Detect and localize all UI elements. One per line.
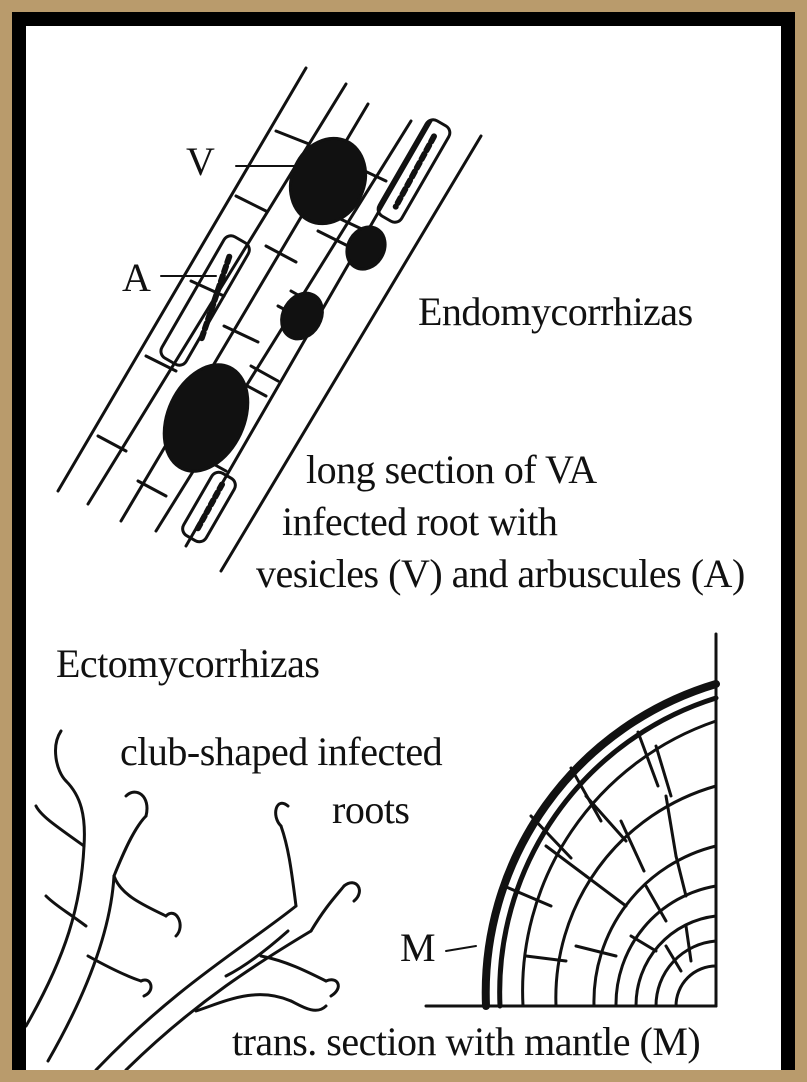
vesicle-label: V (186, 138, 214, 185)
endomycorrhizas-title: Endomycorrhizas (418, 288, 693, 335)
club-shaped-line1: club-shaped infected (120, 728, 442, 775)
diagram-canvas: V A Endomycorrhizas long section of VA i… (26, 26, 781, 1070)
trans-section-caption: trans. section with mantle (M) (232, 1018, 700, 1065)
arbuscule-label: A (122, 254, 150, 301)
long-section-line3: vesicles (V) and arbuscules (A) (256, 550, 745, 597)
long-section-line1: long section of VA (306, 446, 597, 493)
club-shaped-line2: roots (332, 786, 410, 833)
trans-section (426, 634, 716, 1006)
diagram-drawing (26, 26, 781, 1070)
black-border: V A Endomycorrhizas long section of VA i… (12, 12, 795, 1070)
mantle-label: M (400, 924, 435, 971)
ectomycorrhizas-title: Ectomycorrhizas (56, 640, 320, 687)
long-section-line2: infected root with (282, 498, 557, 545)
